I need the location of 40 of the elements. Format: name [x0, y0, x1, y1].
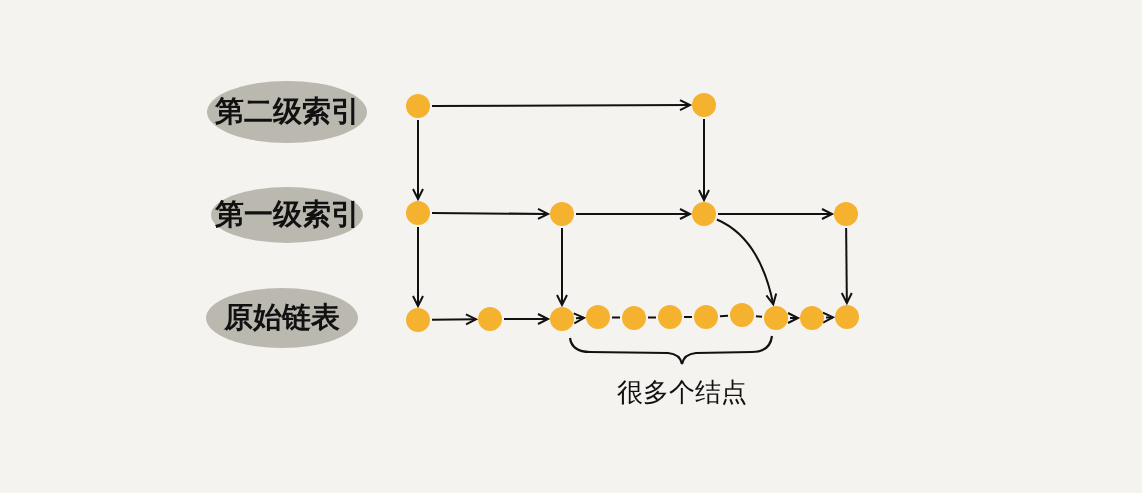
- node-dot: [730, 303, 754, 327]
- connector-line: [754, 315, 764, 318]
- arrow: [575, 208, 691, 220]
- level-label: 原始链表: [206, 288, 358, 348]
- node-dot: [694, 305, 718, 329]
- node-dot: [800, 306, 824, 330]
- arrow: [503, 313, 549, 325]
- node-dot: [658, 305, 682, 329]
- arrow: [556, 227, 568, 306]
- arrow: [431, 207, 549, 220]
- node-dot: [406, 201, 430, 225]
- level-label: 第二级索引: [207, 81, 367, 143]
- node-dot: [834, 202, 858, 226]
- arrow: [821, 311, 834, 324]
- node-dot: [550, 202, 574, 226]
- node-dot: [586, 305, 610, 329]
- node-dot: [478, 307, 502, 331]
- node-dot: [764, 306, 788, 330]
- arrow: [431, 313, 477, 326]
- arrow: [698, 118, 710, 201]
- arrow: [412, 226, 424, 307]
- node-dot: [835, 305, 859, 329]
- arrow: [840, 227, 853, 304]
- node-dot: [406, 94, 430, 118]
- arrow: [717, 208, 833, 220]
- level-label: 第一级索引: [211, 187, 363, 243]
- brace-label: 很多个结点: [617, 375, 747, 409]
- arrow: [431, 99, 691, 112]
- connector-line: [647, 316, 657, 319]
- connector-line: [719, 314, 729, 318]
- node-dot: [406, 308, 430, 332]
- arrow: [572, 312, 585, 325]
- arrow: [715, 218, 777, 306]
- node-dot: [550, 307, 574, 331]
- connector-line: [683, 316, 693, 318]
- arrow: [412, 119, 424, 200]
- node-dot: [692, 202, 716, 226]
- node-dot: [622, 306, 646, 330]
- node-dot: [692, 93, 716, 117]
- connector-line: [611, 316, 621, 319]
